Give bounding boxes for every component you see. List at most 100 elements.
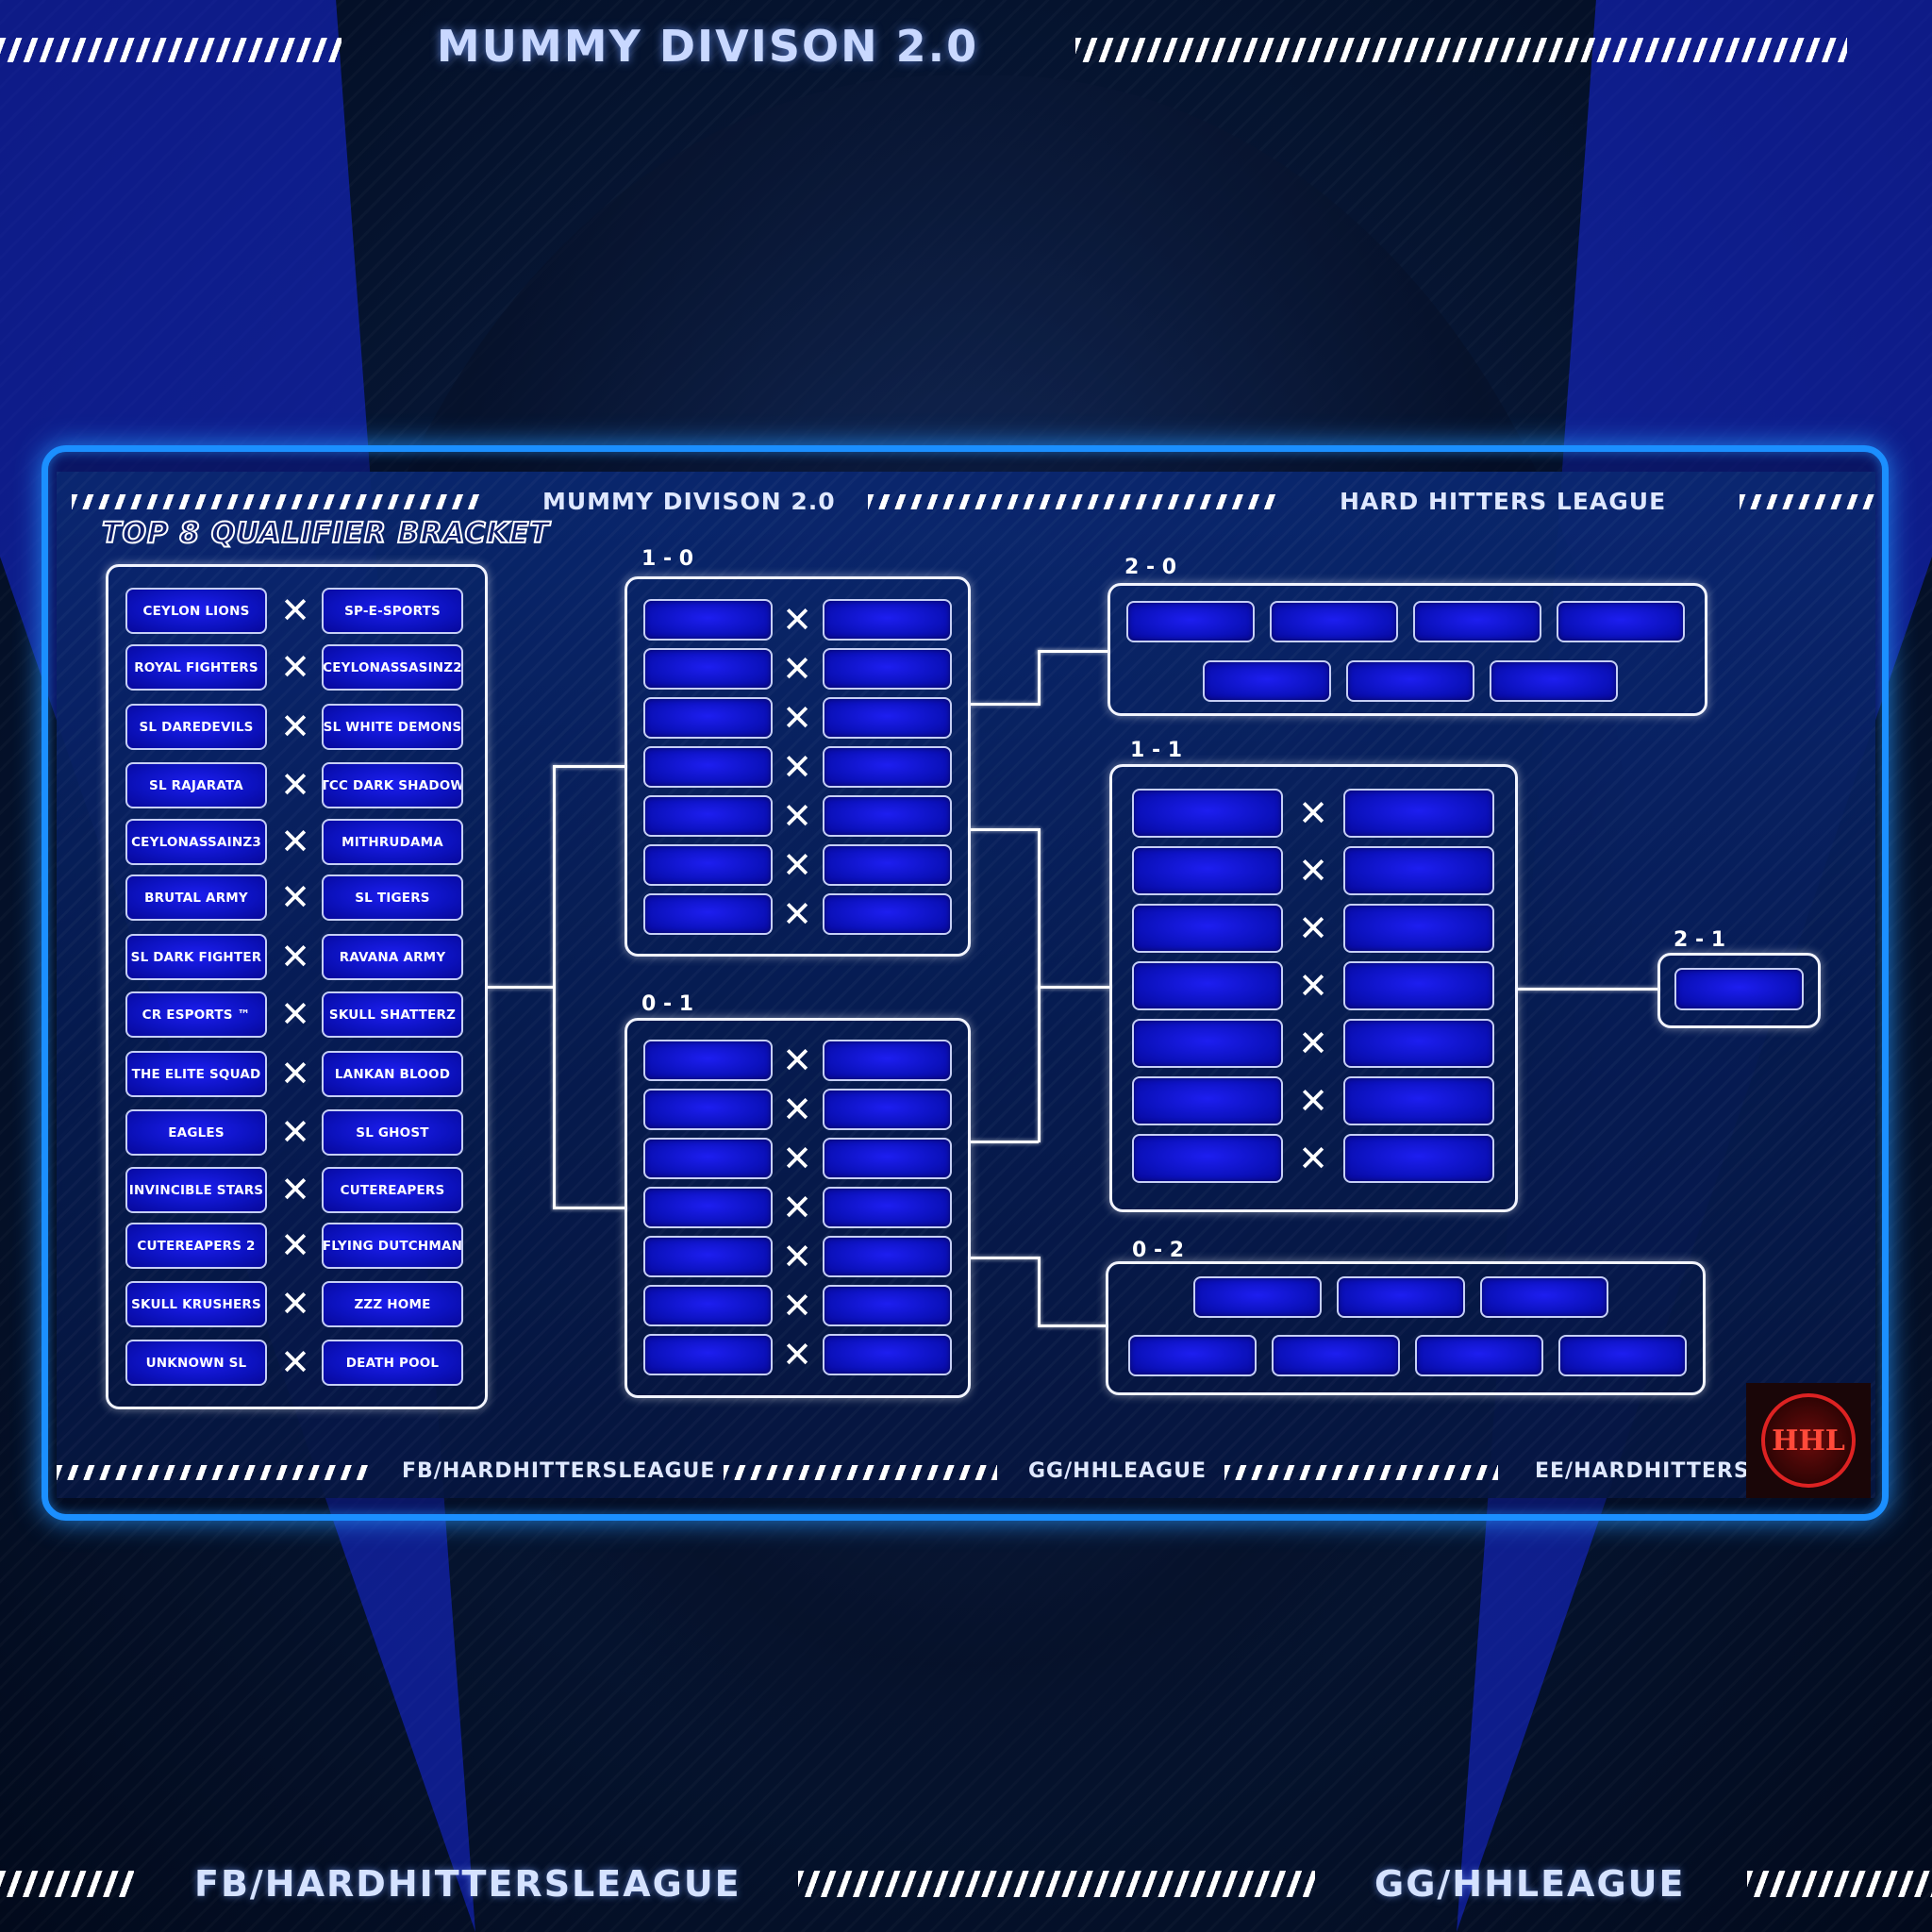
footer-facebook-link[interactable]: FB/HARDHITTERSLEAGUE [194, 1863, 741, 1905]
team-name-away: FLYING DUTCHMAN [322, 1223, 463, 1269]
connector-line [1038, 650, 1108, 653]
crossed-swords-icon: ✕ [782, 795, 812, 837]
facebook-link[interactable]: FB/HARDHITTERSLEAGUE [402, 1459, 716, 1483]
round-label-1-0: 1 - 0 [641, 547, 694, 571]
empty-team-slot [823, 1334, 952, 1375]
connector-line [1038, 1324, 1107, 1327]
empty-team-slot [643, 1334, 773, 1375]
round-2-0-box [1108, 583, 1707, 716]
team-name-away: MITHRUDAMA [322, 819, 463, 865]
empty-team-slot [1674, 968, 1804, 1010]
empty-team-slot [643, 599, 773, 641]
empty-team-slot [643, 795, 773, 837]
round-0-2-box [1106, 1261, 1706, 1395]
team-name-away: LANKAN BLOOD [322, 1051, 463, 1097]
empty-team-slot [1337, 1276, 1465, 1318]
team-name-away: RAVANA ARMY [322, 934, 463, 980]
empty-team-slot [1558, 1335, 1687, 1376]
empty-team-slot [823, 795, 952, 837]
team-name-away: ZZZ HOME [322, 1281, 463, 1327]
crossed-swords-icon: ✕ [782, 1285, 812, 1326]
team-name-home: BRUTAL ARMY [125, 874, 267, 921]
crossed-swords-icon: ✕ [782, 1236, 812, 1277]
empty-team-slot [823, 599, 952, 641]
league-name: HARD HITTERS LEAGUE [1340, 488, 1667, 515]
gg-link[interactable]: GG/HHLEAGUE [1028, 1459, 1207, 1483]
empty-team-slot [1203, 660, 1331, 702]
empty-team-slot [1343, 846, 1494, 895]
team-name-home: CR ESPORTS ™ [125, 991, 267, 1038]
crossed-swords-icon: ✕ [782, 746, 812, 788]
crossed-swords-icon: ✕ [1298, 792, 1328, 834]
empty-team-slot [1490, 660, 1618, 702]
empty-team-slot [1128, 1335, 1257, 1376]
team-name-home: CUTEREAPERS 2 [125, 1223, 267, 1269]
team-name-away: SL WHITE DEMONS [322, 704, 463, 750]
empty-team-slot [1272, 1335, 1400, 1376]
footer-gg-link[interactable]: GG/HHLEAGUE [1374, 1863, 1686, 1905]
empty-team-slot [823, 648, 952, 690]
crossed-swords-icon: ✕ [782, 893, 812, 935]
crossed-swords-icon: ✕ [280, 764, 310, 806]
team-name-away: SKULL SHATTERZ [322, 991, 463, 1038]
decorative-stripes [724, 1465, 997, 1480]
empty-team-slot [1270, 601, 1398, 642]
crossed-swords-icon: ✕ [280, 590, 310, 631]
crossed-swords-icon: ✕ [280, 1341, 310, 1383]
empty-team-slot [823, 844, 952, 886]
empty-team-slot [1132, 846, 1283, 895]
team-name-away: SL GHOST [322, 1109, 463, 1156]
page-title: MUMMY DIVISON 2.0 [436, 21, 979, 72]
decorative-stripes [0, 38, 341, 62]
team-name-home: CEYLONASSAINZ3 [125, 819, 267, 865]
connector-line [1038, 650, 1041, 706]
empty-team-slot [1480, 1276, 1608, 1318]
decorative-stripes [1075, 38, 1847, 62]
crossed-swords-icon: ✕ [782, 1334, 812, 1375]
crossed-swords-icon: ✕ [1298, 1080, 1328, 1122]
crossed-swords-icon: ✕ [782, 1040, 812, 1081]
decorative-stripes [0, 1871, 134, 1897]
empty-team-slot [823, 1187, 952, 1228]
crossed-swords-icon: ✕ [280, 646, 310, 688]
empty-team-slot [643, 1040, 773, 1081]
crossed-swords-icon: ✕ [280, 876, 310, 918]
empty-team-slot [1343, 904, 1494, 953]
empty-team-slot [823, 1236, 952, 1277]
ee-link[interactable]: EE/HARDHITTERS [1535, 1459, 1750, 1483]
connector-line [970, 1141, 1039, 1143]
bracket-subtitle: TOP 8 QUALIFIER BRACKET [101, 516, 550, 551]
empty-team-slot [823, 1089, 952, 1130]
decorative-stripes [868, 494, 1277, 509]
empty-team-slot [643, 648, 773, 690]
crossed-swords-icon: ✕ [782, 648, 812, 690]
empty-team-slot [823, 697, 952, 739]
crossed-swords-icon: ✕ [280, 1283, 310, 1324]
decorative-stripes [1740, 494, 1877, 509]
qualifier-matches-box [106, 564, 488, 1409]
crossed-swords-icon: ✕ [1298, 850, 1328, 891]
empty-team-slot [643, 844, 773, 886]
connector-line [488, 986, 554, 989]
empty-team-slot [1343, 961, 1494, 1010]
empty-team-slot [1126, 601, 1255, 642]
connector-line [553, 765, 556, 1208]
crossed-swords-icon: ✕ [280, 706, 310, 747]
empty-team-slot [1193, 1276, 1322, 1318]
team-name-home: SL DAREDEVILS [125, 704, 267, 750]
team-name-home: SL RAJARATA [125, 762, 267, 808]
connector-line [553, 1207, 626, 1209]
decorative-stripes [798, 1871, 1315, 1897]
empty-team-slot [1557, 601, 1685, 642]
connector-line [1038, 1257, 1041, 1326]
round-label-2-1: 2 - 1 [1674, 928, 1726, 952]
team-name-away: TCC DARK SHADOW [322, 762, 463, 808]
empty-team-slot [643, 1187, 773, 1228]
crossed-swords-icon: ✕ [782, 1187, 812, 1228]
empty-team-slot [643, 1285, 773, 1326]
crossed-swords-icon: ✕ [280, 1224, 310, 1266]
empty-team-slot [1343, 1019, 1494, 1068]
team-name-home: EAGLES [125, 1109, 267, 1156]
empty-team-slot [1132, 961, 1283, 1010]
empty-team-slot [823, 1285, 952, 1326]
